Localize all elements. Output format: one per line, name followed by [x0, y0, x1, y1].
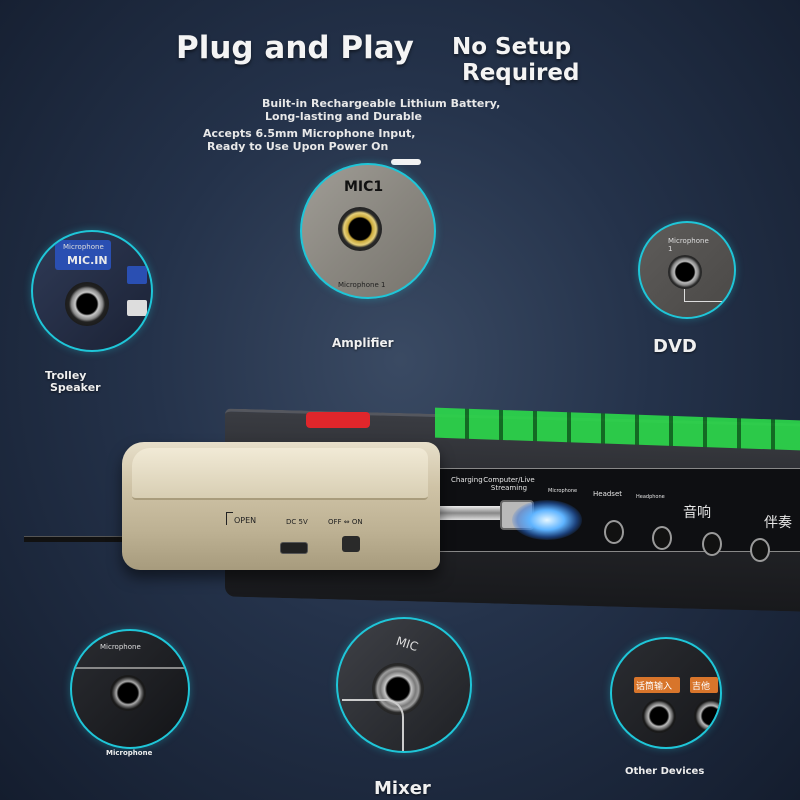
cable: [24, 536, 134, 542]
console-knob-2: [652, 526, 672, 550]
trolley-label-line1: Trolley: [45, 369, 87, 382]
console-knob-4: [750, 538, 770, 562]
feature-mic-line1: Accepts 6.5mm Microphone Input,: [203, 127, 416, 140]
other-panel-badge-left: [634, 677, 680, 693]
microphone-closeup: Microphone: [70, 629, 190, 749]
headline-plug-and-play: Plug and Play: [176, 30, 414, 66]
amplifier-label: Amplifier: [332, 336, 394, 350]
mixer-label: Mixer: [374, 778, 431, 799]
dvd-panel-line: [684, 289, 725, 302]
console-label-microphone: Microphone: [548, 488, 578, 494]
receiver-dc-label: DC 5V: [286, 518, 308, 526]
console-red-button: [306, 412, 370, 428]
console-label-computer: Computer/Live Streaming: [483, 476, 535, 492]
feature-battery: Built-in Rechargeable Lithium Battery, L…: [262, 97, 500, 123]
headline-no-setup: No Setup Required: [452, 34, 579, 86]
amplifier-panel-title: MIC1: [344, 179, 384, 195]
feature-mic-line2: Ready to Use Upon Power On: [207, 140, 389, 153]
microphone-panel-strip: [72, 667, 188, 669]
other-devices-closeup: 话筒输入 吉他: [610, 637, 722, 749]
trolley-usb-port: [127, 300, 147, 316]
receiver-body: OPEN DC 5V OFF ⇔ ON: [122, 442, 440, 570]
feature-mic: Accepts 6.5mm Microphone Input, Ready to…: [203, 127, 415, 153]
console-label-speaker: 音响: [683, 505, 711, 521]
dvd-jack: [668, 255, 702, 289]
amplifier-panel-sub: Microphone 1: [338, 281, 386, 289]
trolley-speaker-closeup: Microphone MIC.IN: [31, 230, 153, 352]
amplifier-jack: [338, 207, 382, 251]
other-devices-label: Other Devices: [625, 766, 705, 777]
trolley-side-badge: [127, 266, 147, 284]
receiver-top-face: [132, 448, 428, 500]
trolley-panel-badge: [55, 240, 111, 270]
other-panel-left: 话筒输入: [636, 682, 673, 692]
console-label-headphone: Headphone: [636, 494, 665, 500]
console-knob-1: [604, 520, 624, 544]
trolley-label: Trolley Speaker: [45, 370, 101, 394]
microphone-jack: [110, 675, 146, 711]
console-label-charging: Charging: [451, 476, 483, 484]
microphone-label: Microphone: [106, 749, 153, 757]
other-jack-2: [694, 699, 720, 733]
other-panel-right: 吉他: [692, 682, 711, 692]
dvd-label: DVD: [653, 336, 697, 357]
microphone-panel-label: Microphone: [100, 643, 141, 651]
other-jack-1: [642, 699, 676, 733]
dvd-panel-sub: Microphone 1: [668, 237, 709, 253]
receiver-open-label: OPEN: [234, 516, 257, 525]
trolley-panel-mic: MIC.IN: [67, 254, 108, 267]
receiver-power-switch[interactable]: [342, 536, 360, 552]
mixer-closeup: MIC: [336, 617, 472, 753]
dvd-closeup: Microphone 1: [638, 221, 736, 319]
receiver-usb-port[interactable]: [280, 542, 308, 554]
console-label-accompaniment: 伴奏: [764, 515, 792, 531]
other-panel-badge-right: [690, 677, 718, 693]
plug-shaft: [434, 506, 514, 520]
console-label-headset: Headset: [593, 490, 623, 498]
headline-no-setup-line2: Required: [462, 60, 580, 86]
mixer-panel-text: MIC: [394, 633, 420, 655]
console-knob-3: [702, 532, 722, 556]
trolley-panel-top: Microphone: [63, 243, 104, 251]
feature-battery-line2: Long-lasting and Durable: [265, 110, 423, 123]
receiver-open-arrow-icon: [226, 512, 233, 525]
feature-battery-line1: Built-in Rechargeable Lithium Battery,: [262, 97, 501, 110]
mixer-panel-line: [342, 699, 404, 751]
trolley-jack: [65, 282, 109, 326]
signal-glow: [512, 500, 582, 540]
receiver-switch-label: OFF ⇔ ON: [328, 518, 363, 526]
headline-no-setup-line1: No Setup: [452, 34, 572, 60]
amplifier-closeup: MIC1 Microphone 1: [300, 163, 436, 299]
divider-pill: [391, 159, 421, 165]
trolley-label-line2: Speaker: [50, 381, 101, 394]
